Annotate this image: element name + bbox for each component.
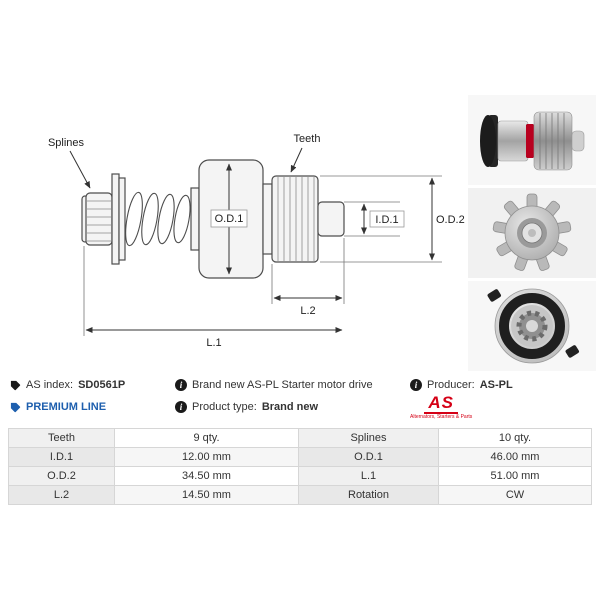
as-index-value: SD0561P — [78, 379, 126, 391]
spec-label: O.D.1 — [299, 448, 439, 467]
product-type: i Product type: Brand new — [175, 401, 410, 413]
pinion-gear — [262, 175, 319, 263]
spec-label: O.D.2 — [9, 467, 115, 486]
spec-value: 34.50 mm — [115, 467, 299, 486]
product-photo-angled — [468, 95, 596, 185]
spec-label: Teeth — [9, 429, 115, 448]
table-row: I.D.1 12.00 mm O.D.1 46.00 mm — [9, 448, 591, 467]
as-pl-logo-text: AS — [424, 394, 458, 414]
as-index: AS index: SD0561P — [0, 379, 175, 391]
table-row: O.D.2 34.50 mm L.1 51.00 mm — [9, 467, 591, 486]
spec-value: CW — [439, 486, 591, 505]
splines-label: Splines — [48, 137, 85, 149]
l1-label: L.1 — [206, 337, 221, 349]
spec-label: L.1 — [299, 467, 439, 486]
spec-value: 46.00 mm — [439, 448, 591, 467]
housing-photo — [487, 288, 579, 364]
product-type-label: Product type: — [192, 401, 257, 413]
spec-label: I.D.1 — [9, 448, 115, 467]
producer-value: AS-PL — [479, 379, 513, 391]
rubber-ring — [499, 293, 565, 359]
od1-label: O.D.1 — [215, 213, 244, 225]
table-row: L.2 14.50 mm Rotation CW — [9, 486, 591, 505]
dimension-l1: L.1 — [83, 246, 343, 349]
premium-tag-icon — [10, 402, 21, 413]
spec-label: Rotation — [299, 486, 439, 505]
dimension-l2: L.2 — [271, 238, 345, 317]
dimension-od1: O.D.1 — [210, 163, 248, 275]
producer-label: Producer: — [427, 379, 475, 391]
info-icon: i — [410, 379, 422, 391]
leader-splines: Splines — [48, 137, 91, 189]
bendix-photo-assembly — [480, 111, 585, 171]
product-type-value: Brand new — [261, 401, 319, 413]
premium-line-text: PREMIUM LINE — [26, 401, 107, 413]
spec-value: 12.00 mm — [115, 448, 299, 467]
leader-teeth: Teeth — [290, 133, 321, 173]
spec-value: 9 qty. — [115, 429, 299, 448]
spline-bore — [516, 310, 548, 342]
shaft-tip — [317, 201, 345, 237]
od2-label: O.D.2 — [436, 214, 465, 226]
product-photos — [468, 95, 596, 371]
teeth-label: Teeth — [294, 133, 321, 145]
info-row-2: PREMIUM LINE i Product type: Brand new A… — [0, 394, 600, 420]
spec-label: Splines — [299, 429, 439, 448]
dimension-id1: I.D.1 — [344, 201, 405, 237]
spec-value: 51.00 mm — [439, 467, 591, 486]
spec-value: 14.50 mm — [115, 486, 299, 505]
premium-line: PREMIUM LINE — [0, 401, 175, 413]
l2-label: L.2 — [300, 305, 315, 317]
product-photo-housing-face — [468, 281, 596, 371]
spec-value: 10 qty. — [439, 429, 591, 448]
id1-label: I.D.1 — [375, 214, 398, 226]
spec-table: Teeth 9 qty. Splines 10 qty. I.D.1 12.00… — [8, 428, 592, 505]
technical-drawing: O.D.1 Splines Teeth I.D.1 O.D — [48, 133, 465, 349]
red-ring — [526, 124, 534, 158]
producer: i Producer: AS-PL — [410, 379, 600, 391]
info-icon: i — [175, 379, 187, 391]
spec-label: L.2 — [9, 486, 115, 505]
as-index-label: AS index: — [26, 379, 74, 391]
info-row-1: AS index: SD0561P i Brand new AS-PL Star… — [0, 374, 600, 396]
as-pl-logo: AS Alternators, Starters & Parts — [410, 394, 472, 420]
product-photo-gear-face — [468, 188, 596, 278]
table-row: Teeth 9 qty. Splines 10 qty. — [9, 429, 591, 448]
brand-logo-area: AS Alternators, Starters & Parts — [410, 394, 600, 420]
tag-icon — [10, 380, 21, 391]
spring — [125, 191, 191, 247]
splined-shaft — [81, 192, 113, 246]
brand-line: i Brand new AS-PL Starter motor drive — [175, 379, 410, 391]
info-icon: i — [175, 401, 187, 413]
dimension-od2: O.D.2 — [320, 175, 465, 263]
as-pl-logo-tagline: Alternators, Starters & Parts — [410, 414, 473, 420]
info-bar: AS index: SD0561P i Brand new AS-PL Star… — [0, 374, 600, 420]
flange — [111, 173, 126, 265]
brand-line-text: Brand new AS-PL Starter motor drive — [192, 379, 373, 391]
